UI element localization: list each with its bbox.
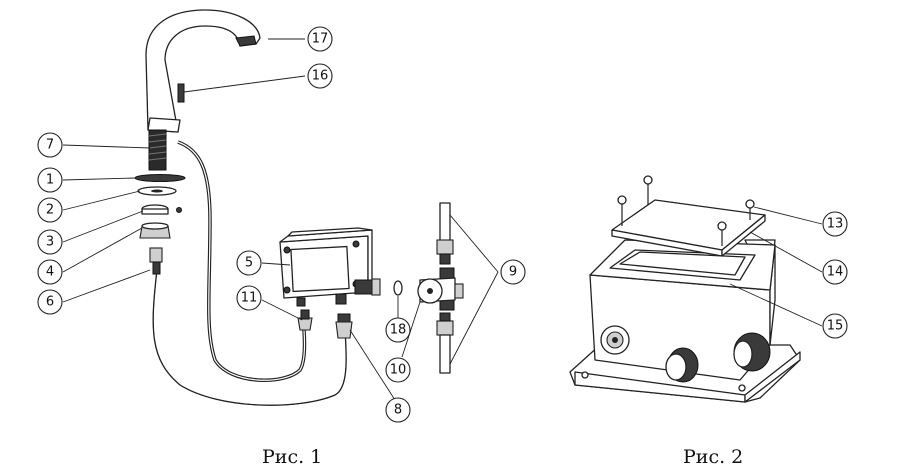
callout-5: 5 bbox=[236, 250, 262, 276]
svg-text:5: 5 bbox=[245, 256, 253, 271]
connection-pipes bbox=[436, 202, 454, 374]
callout-18: 18 bbox=[385, 317, 411, 343]
svg-text:3: 3 bbox=[46, 235, 54, 250]
svg-text:15: 15 bbox=[827, 319, 844, 334]
svg-text:14: 14 bbox=[827, 265, 844, 280]
svg-text:10: 10 bbox=[390, 363, 407, 378]
svg-text:4: 4 bbox=[46, 265, 54, 280]
callout-16: 16 bbox=[307, 63, 333, 89]
svg-text:13: 13 bbox=[827, 217, 844, 232]
callout-7: 7 bbox=[37, 132, 63, 158]
svg-text:1: 1 bbox=[46, 173, 54, 188]
callout-15: 15 bbox=[822, 313, 848, 339]
control-box bbox=[279, 227, 381, 307]
callout-14: 14 bbox=[822, 259, 848, 285]
seal-18 bbox=[393, 280, 403, 296]
tee-valve bbox=[417, 267, 464, 311]
figure-2 bbox=[569, 175, 823, 403]
figure-1 bbox=[62, 9, 499, 406]
svg-text:8: 8 bbox=[394, 403, 402, 418]
svg-text:18: 18 bbox=[390, 323, 407, 338]
svg-text:17: 17 bbox=[312, 32, 329, 47]
figure-2-caption: Рис. 2 bbox=[683, 446, 744, 468]
callout-4: 4 bbox=[37, 259, 63, 285]
svg-text:11: 11 bbox=[241, 291, 258, 306]
svg-text:2: 2 bbox=[46, 203, 54, 218]
faucet-spout bbox=[145, 9, 261, 133]
callout-13: 13 bbox=[822, 211, 848, 237]
gasket-1 bbox=[134, 174, 186, 182]
callout-1: 1 bbox=[37, 167, 63, 193]
svg-text:7: 7 bbox=[46, 138, 54, 153]
sensor-window bbox=[177, 83, 185, 103]
svg-text:9: 9 bbox=[509, 265, 517, 280]
callout-8: 8 bbox=[385, 397, 411, 423]
svg-text:6: 6 bbox=[46, 295, 54, 310]
callout-17: 17 bbox=[307, 26, 333, 52]
svg-text:16: 16 bbox=[312, 69, 329, 84]
callout-2: 2 bbox=[37, 197, 63, 223]
figure-1-caption: Рис. 1 bbox=[262, 446, 323, 468]
callout-6: 6 bbox=[37, 289, 63, 315]
callout-3: 3 bbox=[37, 229, 63, 255]
inlet-fitting bbox=[665, 347, 699, 383]
cover-screws bbox=[617, 175, 755, 246]
callout-10: 10 bbox=[385, 357, 411, 383]
outlet-fitting bbox=[733, 332, 771, 372]
callout-11: 11 bbox=[236, 285, 262, 311]
callout-9: 9 bbox=[500, 259, 526, 285]
